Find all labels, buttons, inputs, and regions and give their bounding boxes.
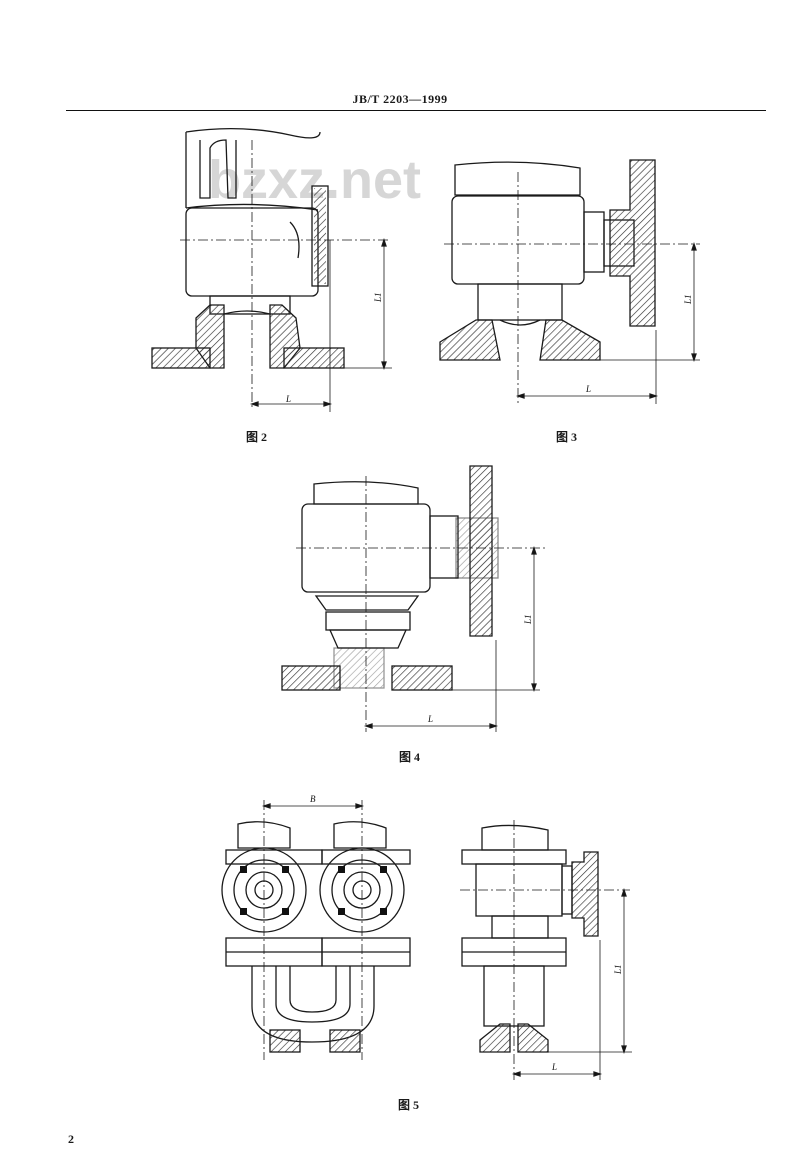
fig5-dim-L: L (551, 1062, 557, 1072)
fig2-dim-L: L (285, 394, 291, 404)
fig4-dim-L: L (427, 714, 433, 724)
header-rule (66, 110, 766, 111)
fig3-dim-L: L (585, 384, 591, 394)
fig4-dim-L1: L1 (523, 614, 533, 625)
figure-5-side-view (460, 820, 632, 1080)
fig2-dim-L1: L1 (373, 292, 383, 303)
figure-5-front-view (221, 800, 411, 1060)
figure-5-caption: 图 5 (398, 1098, 420, 1112)
fig5-dim-L1: L1 (613, 964, 623, 975)
fig5-dim-B: B (310, 794, 316, 804)
figure-4-caption: 图 4 (399, 750, 421, 764)
figure-3-drawing (439, 159, 700, 404)
figure-2-drawing (151, 128, 392, 412)
figure-3-caption: 图 3 (556, 430, 578, 444)
figure-4-drawing (281, 465, 546, 732)
standard-number: JB/T 2203—1999 (352, 92, 448, 106)
fig3-dim-L1: L1 (683, 294, 693, 305)
page-number: 2 (68, 1132, 74, 1146)
figure-2-caption: 图 2 (246, 430, 268, 444)
